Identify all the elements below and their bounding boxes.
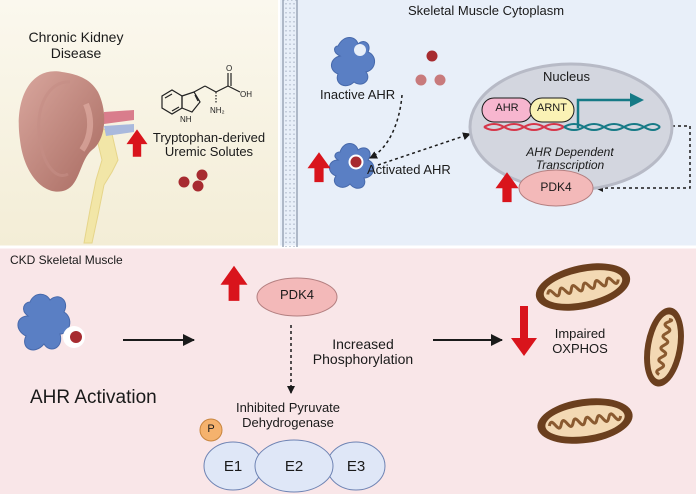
- molecule-nh: NH: [180, 115, 192, 124]
- muscle-title: CKD Skeletal Muscle: [10, 253, 123, 267]
- ahr-activation-label: AHR Activation: [30, 387, 157, 408]
- arnt-box-label: ARNT: [537, 102, 567, 114]
- solute-particles-cytoplasm: [415, 50, 446, 86]
- pdk4-cytoplasm: [518, 169, 594, 207]
- ckd-title: Chronic Kidney Disease: [28, 29, 124, 62]
- pdk4-cytoplasm-label: PDK4: [540, 180, 572, 194]
- nucleus-label: Nucleus: [543, 69, 590, 84]
- kidney-illustration: [18, 71, 134, 244]
- subunit-e2: [254, 439, 334, 493]
- subunit-e1-label: E1: [223, 458, 243, 475]
- mitochondrion-top: [535, 263, 631, 311]
- subunit-e2-label: E2: [284, 458, 304, 475]
- transcription-to-pdk4-arrow: [595, 125, 691, 192]
- oxphos-decrease-arrow: [511, 306, 537, 356]
- mitochondrion-middle: [644, 307, 684, 387]
- active-to-nucleus-arrow: [377, 132, 471, 166]
- ahr-activation-protein: [17, 293, 71, 351]
- tryptophan-structure: [161, 73, 241, 115]
- dna-helix: [483, 123, 661, 131]
- transcription-label: AHR Dependent Transcription: [526, 145, 614, 173]
- arnt-box: [529, 97, 575, 123]
- inactive-ahr-label: Inactive AHR: [320, 87, 396, 102]
- uremic-solutes-label: Tryptophan-derived Uremic Solutes: [152, 130, 266, 159]
- inactive-to-active-arrow: [369, 94, 403, 159]
- mitochondrion-bottom: [537, 398, 633, 444]
- ahr-box-label: AHR: [495, 102, 519, 114]
- molecule-nh2: NH₂: [210, 106, 225, 115]
- pdk4-muscle-label: PDK4: [280, 287, 314, 302]
- impaired-oxphos-label: Impaired OXPHOS: [552, 326, 608, 356]
- phosphate-group: [199, 418, 223, 442]
- cytoplasm-title: Skeletal Muscle Cytoplasm: [408, 3, 565, 18]
- pdh-label: Inhibited Pyruvate Dehydrogenase: [235, 400, 341, 430]
- activated-ahr-label: Activated AHR: [367, 162, 451, 177]
- phosphorylation-label: Increased Phosphorylation: [312, 336, 414, 368]
- molecule-oxygen: O: [226, 64, 232, 73]
- subunit-e3-label: E3: [346, 458, 366, 475]
- transcription-start-arrow: [576, 98, 630, 128]
- phosphate-label: P: [207, 423, 215, 435]
- pdk4-muscle: [256, 277, 338, 317]
- cell-membrane: [282, 0, 298, 247]
- molecule-hydroxyl: OH: [240, 90, 252, 99]
- solute-particles-ckd: [178, 169, 208, 192]
